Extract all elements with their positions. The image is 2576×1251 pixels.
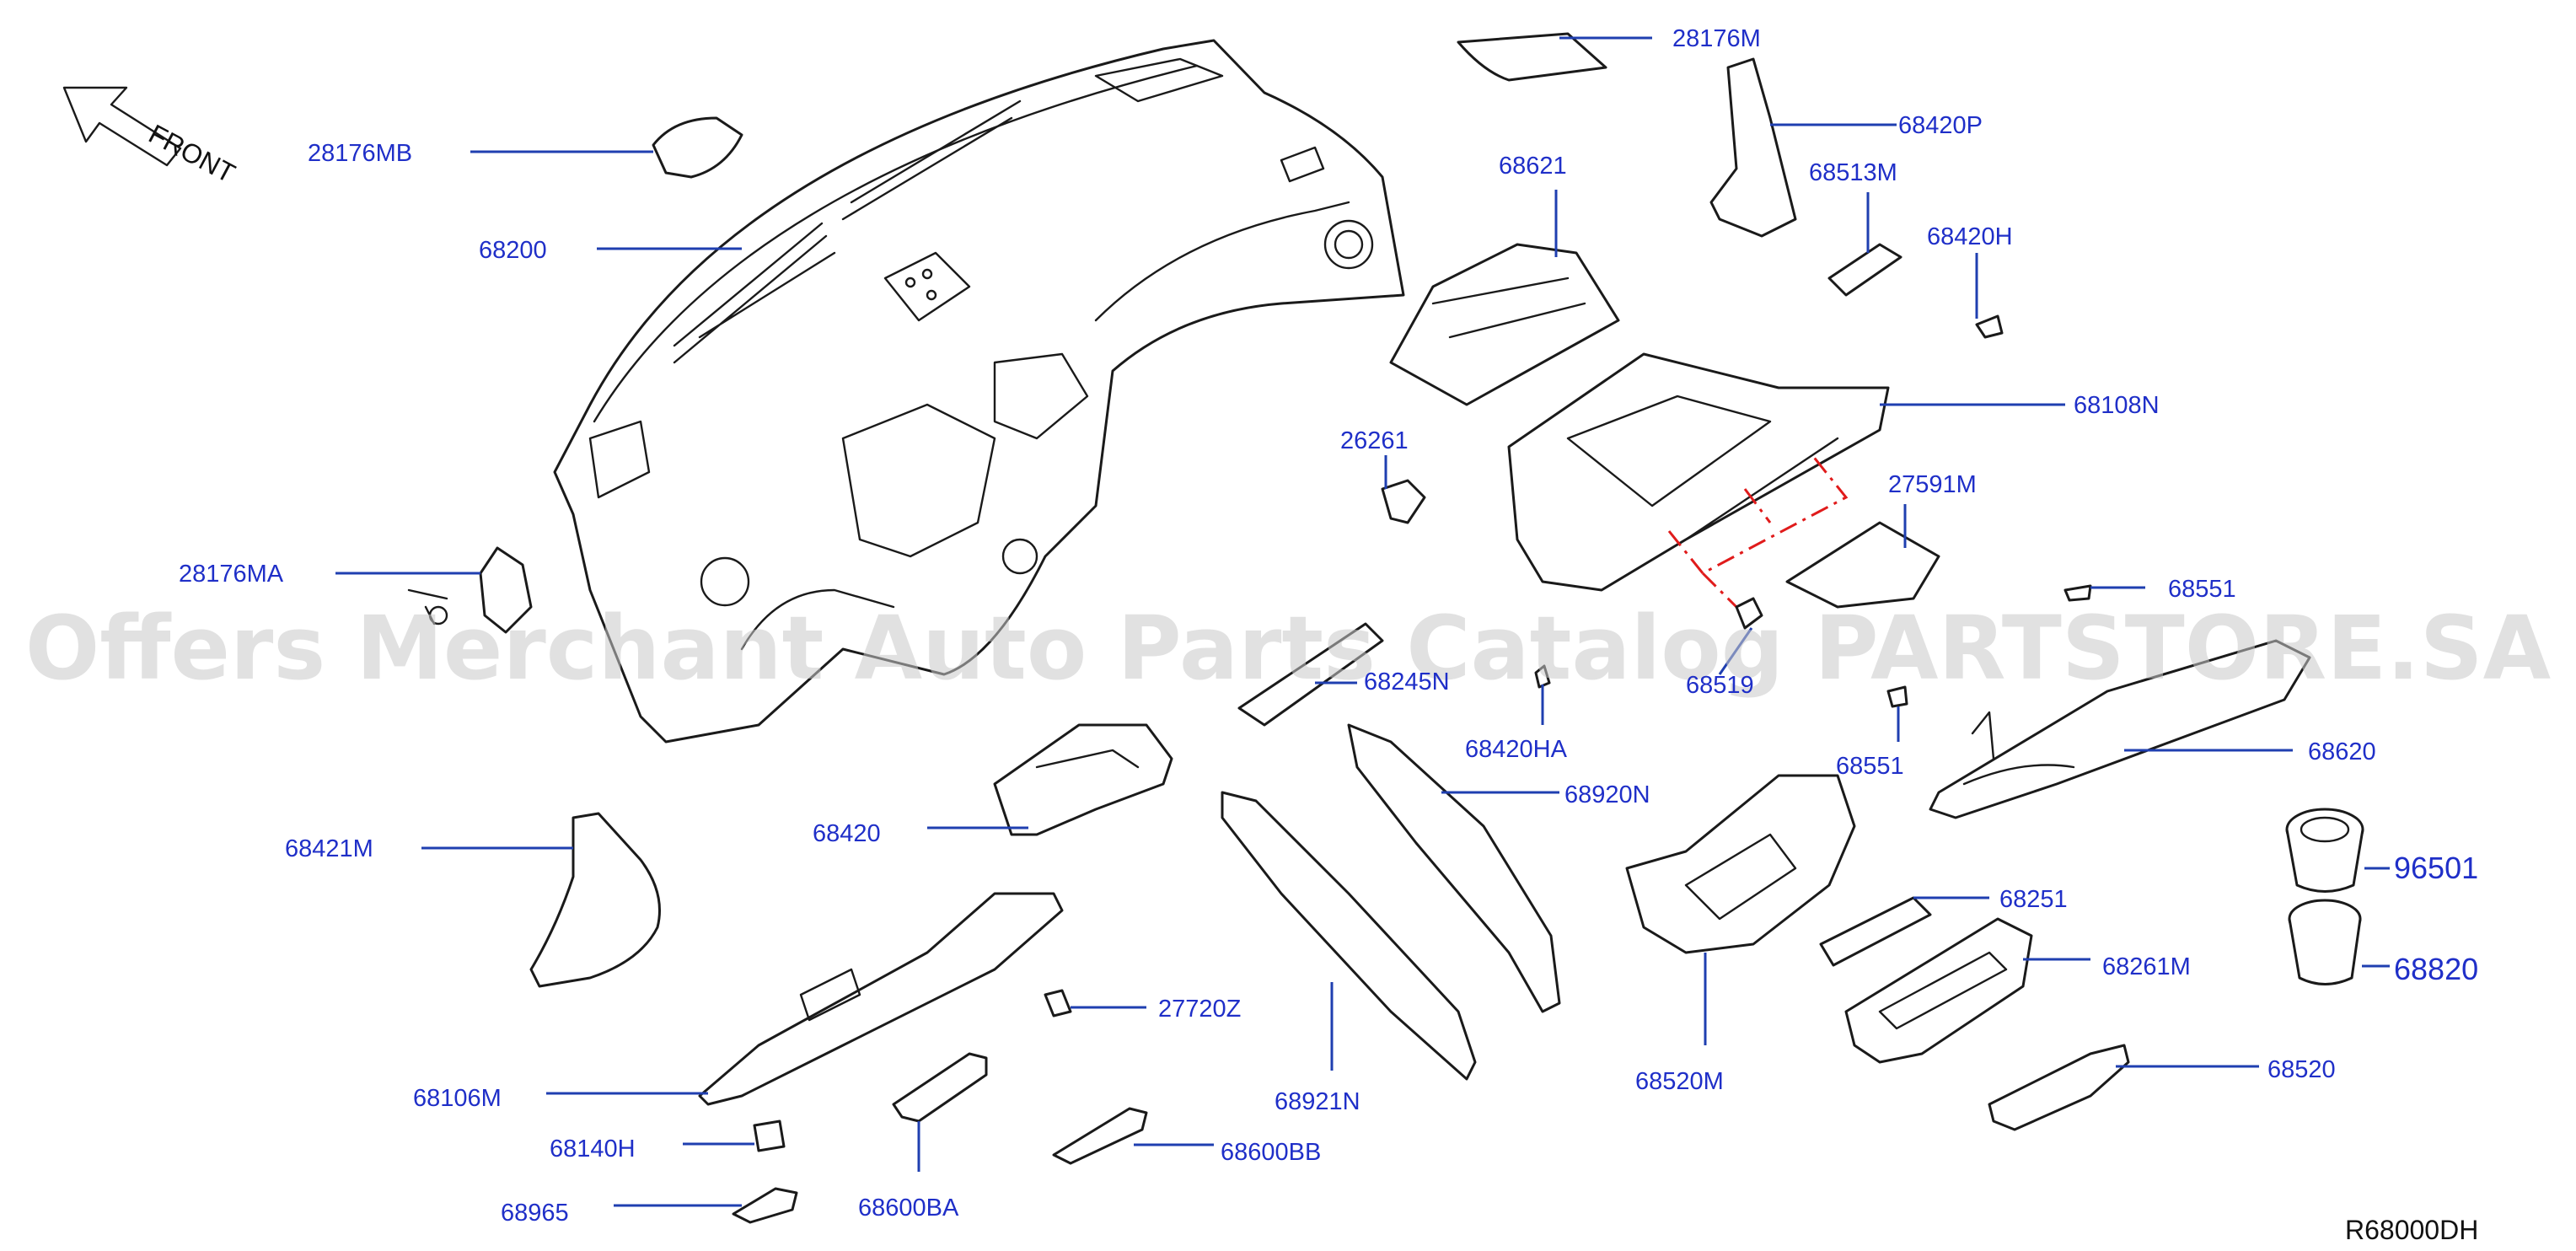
callout-68920N[interactable]: 68920N bbox=[1564, 781, 1650, 808]
watermark-text: Offers Merchant Auto Parts Catalog PARTS… bbox=[25, 597, 2551, 700]
callout-68600BB[interactable]: 68600BB bbox=[1221, 1139, 1321, 1166]
installation-dashed-lines bbox=[1667, 454, 1849, 609]
part-68108N[interactable] bbox=[1507, 352, 1890, 592]
front-arrow-icon bbox=[62, 86, 182, 167]
part-68820[interactable] bbox=[2288, 899, 2362, 985]
part-28176M[interactable] bbox=[1457, 32, 1607, 82]
part-68140H[interactable] bbox=[753, 1119, 786, 1152]
instrument-panel-part[interactable] bbox=[553, 39, 1405, 744]
part-68421M[interactable] bbox=[529, 812, 661, 988]
part-28176MA[interactable] bbox=[407, 546, 533, 634]
part-27720Z[interactable] bbox=[1044, 989, 1072, 1017]
callout-28176MB[interactable]: 28176MB bbox=[308, 140, 412, 167]
part-26261[interactable] bbox=[1381, 479, 1426, 524]
part-96501[interactable] bbox=[2285, 808, 2364, 893]
callout-68251[interactable]: 68251 bbox=[1999, 886, 2068, 913]
callout-68200[interactable]: 68200 bbox=[479, 237, 547, 264]
part-68920N[interactable] bbox=[1347, 723, 1561, 1013]
callout-68421M[interactable]: 68421M bbox=[285, 835, 373, 862]
callout-27720Z[interactable]: 27720Z bbox=[1158, 996, 1241, 1023]
callout-68621[interactable]: 68621 bbox=[1499, 153, 1567, 180]
diagram-ref-code: R68000DH bbox=[2345, 1215, 2478, 1245]
part-68519[interactable] bbox=[1735, 597, 1763, 630]
callout-68965[interactable]: 68965 bbox=[501, 1200, 569, 1227]
part-68600BA[interactable] bbox=[892, 1052, 988, 1123]
callout-68620[interactable]: 68620 bbox=[2308, 738, 2376, 765]
callout-68600BA[interactable]: 68600BA bbox=[858, 1195, 959, 1221]
callout-68420P[interactable]: 68420P bbox=[1898, 112, 1983, 139]
part-68420P[interactable] bbox=[1709, 57, 1797, 238]
callout-68551-top[interactable]: 68551 bbox=[2168, 576, 2236, 603]
callout-68245N[interactable]: 68245N bbox=[1364, 668, 1450, 695]
part-28176MB[interactable] bbox=[652, 116, 743, 179]
part-68106M[interactable] bbox=[698, 892, 1064, 1106]
callout-68520M[interactable]: 68520M bbox=[1635, 1068, 1724, 1095]
part-27591M[interactable] bbox=[1785, 521, 1940, 609]
part-68621[interactable] bbox=[1389, 243, 1620, 406]
part-68520[interactable] bbox=[1988, 1044, 2130, 1131]
callout-68420H[interactable]: 68420H bbox=[1927, 223, 2013, 250]
part-68965[interactable] bbox=[732, 1187, 798, 1224]
callout-68140H[interactable]: 68140H bbox=[550, 1136, 636, 1162]
part-68245N[interactable] bbox=[1237, 622, 1384, 727]
callout-68551-mid[interactable]: 68551 bbox=[1836, 753, 1904, 780]
part-68600BB[interactable] bbox=[1052, 1107, 1148, 1165]
callout-28176M[interactable]: 28176M bbox=[1672, 25, 1761, 52]
callout-68108N[interactable]: 68108N bbox=[2074, 392, 2160, 419]
part-68420HA[interactable] bbox=[1534, 664, 1551, 689]
callout-68520[interactable]: 68520 bbox=[2267, 1056, 2336, 1083]
callout-68921N[interactable]: 68921N bbox=[1275, 1088, 1360, 1115]
leader-lines bbox=[335, 36, 2390, 1207]
part-68251[interactable] bbox=[1819, 896, 1932, 967]
callout-27591M[interactable]: 27591M bbox=[1888, 471, 1977, 498]
callout-68106M[interactable]: 68106M bbox=[413, 1085, 502, 1112]
part-68520M[interactable] bbox=[1625, 774, 1856, 954]
callout-68261M[interactable]: 68261M bbox=[2102, 953, 2191, 980]
callout-68513M[interactable]: 68513M bbox=[1809, 159, 1897, 186]
callout-68420[interactable]: 68420 bbox=[813, 820, 881, 847]
front-arrow-label: FRONT bbox=[144, 118, 240, 189]
part-68513M[interactable] bbox=[1827, 243, 1902, 297]
part-68261M[interactable] bbox=[1844, 917, 2033, 1064]
callout-26261[interactable]: 26261 bbox=[1340, 427, 1409, 454]
part-68420[interactable] bbox=[993, 723, 1173, 836]
callout-68420HA[interactable]: 68420HA bbox=[1465, 736, 1568, 763]
callout-28176MA[interactable]: 28176MA bbox=[179, 561, 284, 588]
callout-68519[interactable]: 68519 bbox=[1686, 672, 1754, 699]
callout-96501[interactable]: 96501 bbox=[2394, 851, 2478, 885]
part-68420H[interactable] bbox=[1975, 314, 2004, 339]
part-68921N[interactable] bbox=[1221, 791, 1477, 1081]
part-68620[interactable] bbox=[1929, 639, 2311, 819]
callout-68820[interactable]: 68820 bbox=[2394, 952, 2478, 986]
part-68551-mid[interactable] bbox=[1886, 685, 1908, 708]
part-68551-top[interactable] bbox=[2063, 584, 2092, 602]
